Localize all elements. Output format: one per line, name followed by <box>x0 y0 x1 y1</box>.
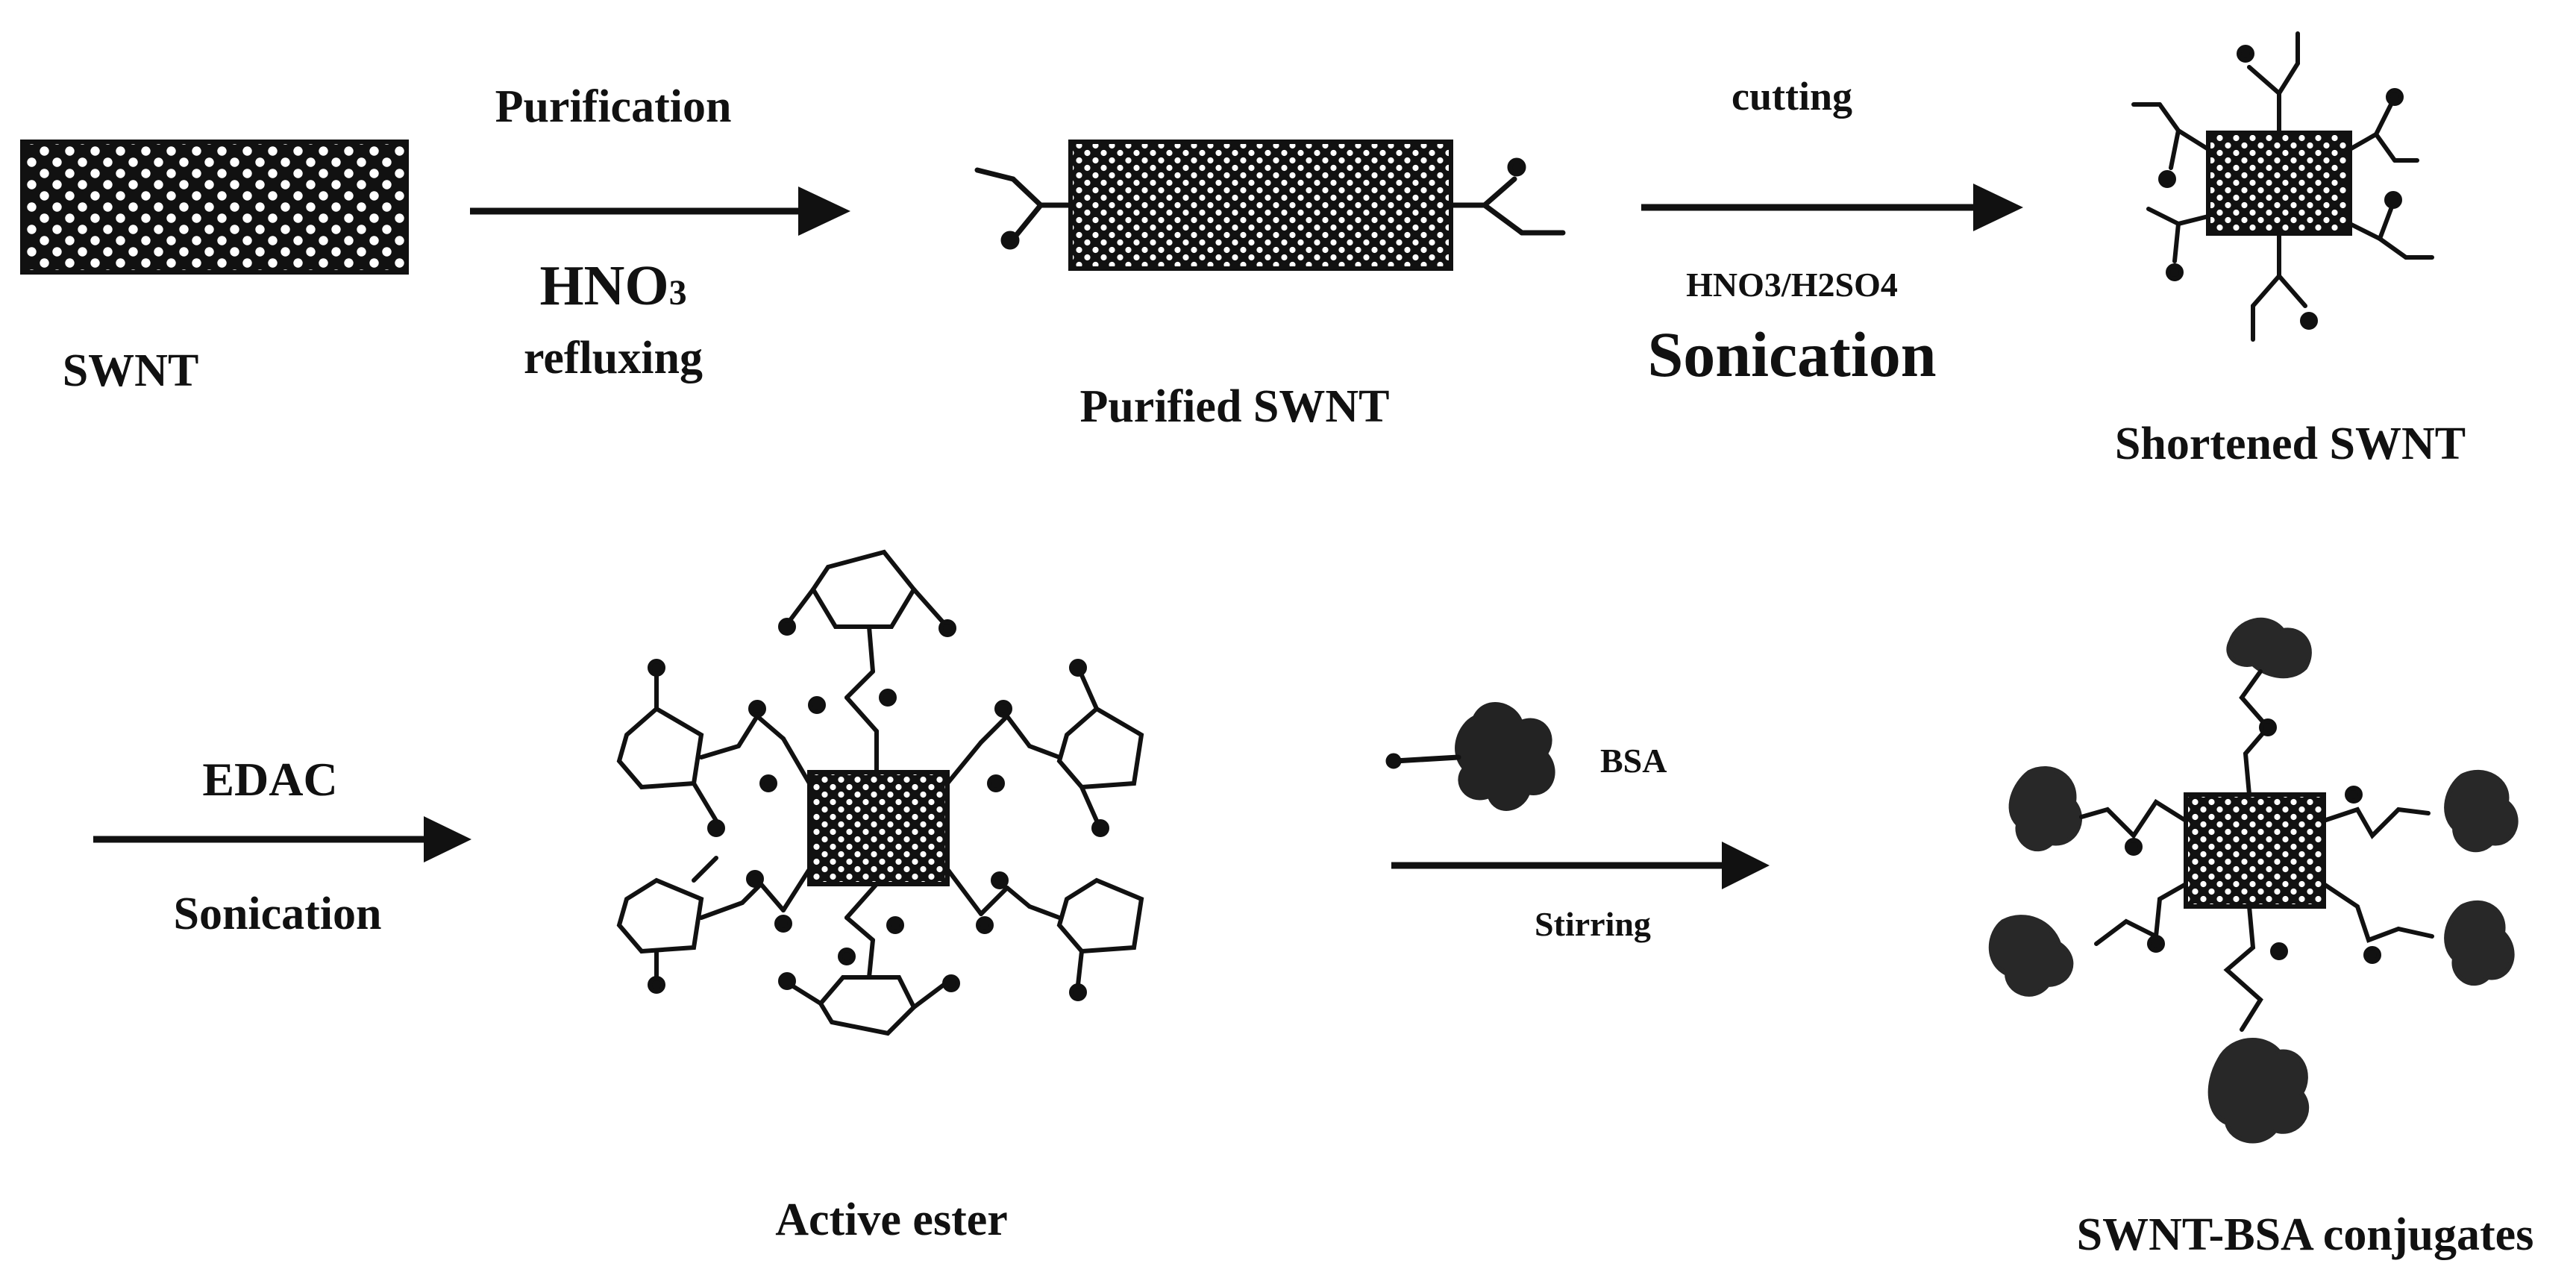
purification-label: Purification <box>495 81 732 132</box>
shortened-swnt-graphic <box>2131 31 2434 342</box>
stirring-arrow <box>1391 842 1770 889</box>
bsa-label: BSA <box>1600 742 1667 780</box>
active-ester-graphic <box>616 549 1144 1036</box>
sonication-label-2: Sonication <box>173 889 382 939</box>
hno3-subscript: 3 <box>668 273 687 313</box>
refluxing-label: refluxing <box>524 333 703 383</box>
hno3-formula: HNO <box>539 254 669 317</box>
cutting-label: cutting <box>1732 74 1852 119</box>
edac-label: EDAC <box>202 753 338 806</box>
purification-arrow <box>470 187 850 236</box>
swnt-bsa-conjugates-label: SWNT-BSA conjugates <box>2076 1209 2534 1260</box>
swnt-tube-graphic <box>20 140 409 275</box>
purified-swnt-label: Purified SWNT <box>1079 381 1390 432</box>
edac-arrow <box>93 816 471 862</box>
hno3-label: HNO3 <box>539 254 686 319</box>
cutting-arrow <box>1641 184 2023 231</box>
sonication-label-1: Sonication <box>1647 319 1937 390</box>
swnt-bsa-conjugates-graphic <box>1988 617 2519 1144</box>
swnt-label: SWNT <box>62 345 199 396</box>
bsa-protein-icon <box>1385 702 1555 811</box>
stirring-label: Stirring <box>1535 905 1651 943</box>
hno3-h2so4-label: HNO3/H2SO4 <box>1686 266 1898 304</box>
purified-swnt-graphic <box>974 140 1566 271</box>
shortened-swnt-label: Shortened SWNT <box>2114 419 2466 469</box>
active-ester-label: Active ester <box>775 1194 1008 1245</box>
